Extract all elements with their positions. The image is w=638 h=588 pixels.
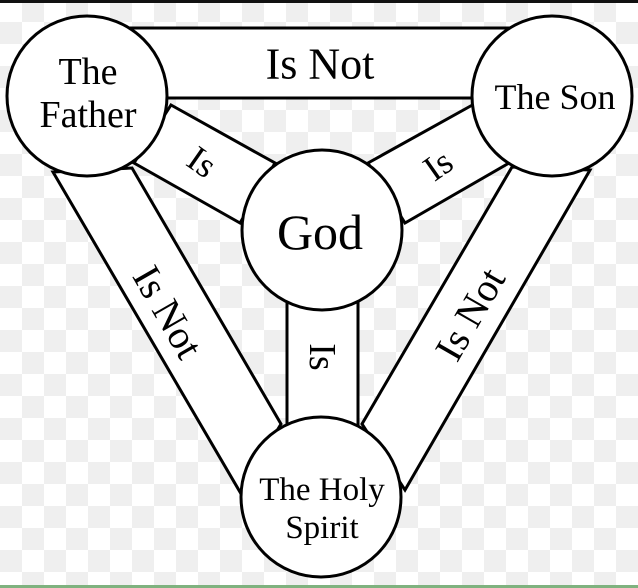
- spirit-label-line1: The Holy: [259, 472, 385, 508]
- node-son: [470, 14, 634, 178]
- node-spirit: [239, 415, 403, 579]
- link-god-spirit-label: Is: [301, 343, 343, 370]
- father-label-line2: Father: [39, 94, 136, 136]
- bottom-border: [0, 585, 638, 588]
- node-god: [240, 148, 404, 312]
- link-father-son-label: Is Not: [266, 40, 375, 89]
- node-father: [5, 14, 169, 178]
- god-label: God: [277, 204, 363, 260]
- son-label: The Son: [495, 77, 616, 117]
- spirit-label-line2: Spirit: [285, 510, 358, 546]
- father-label-line1: The: [58, 51, 117, 93]
- top-border: [0, 0, 638, 3]
